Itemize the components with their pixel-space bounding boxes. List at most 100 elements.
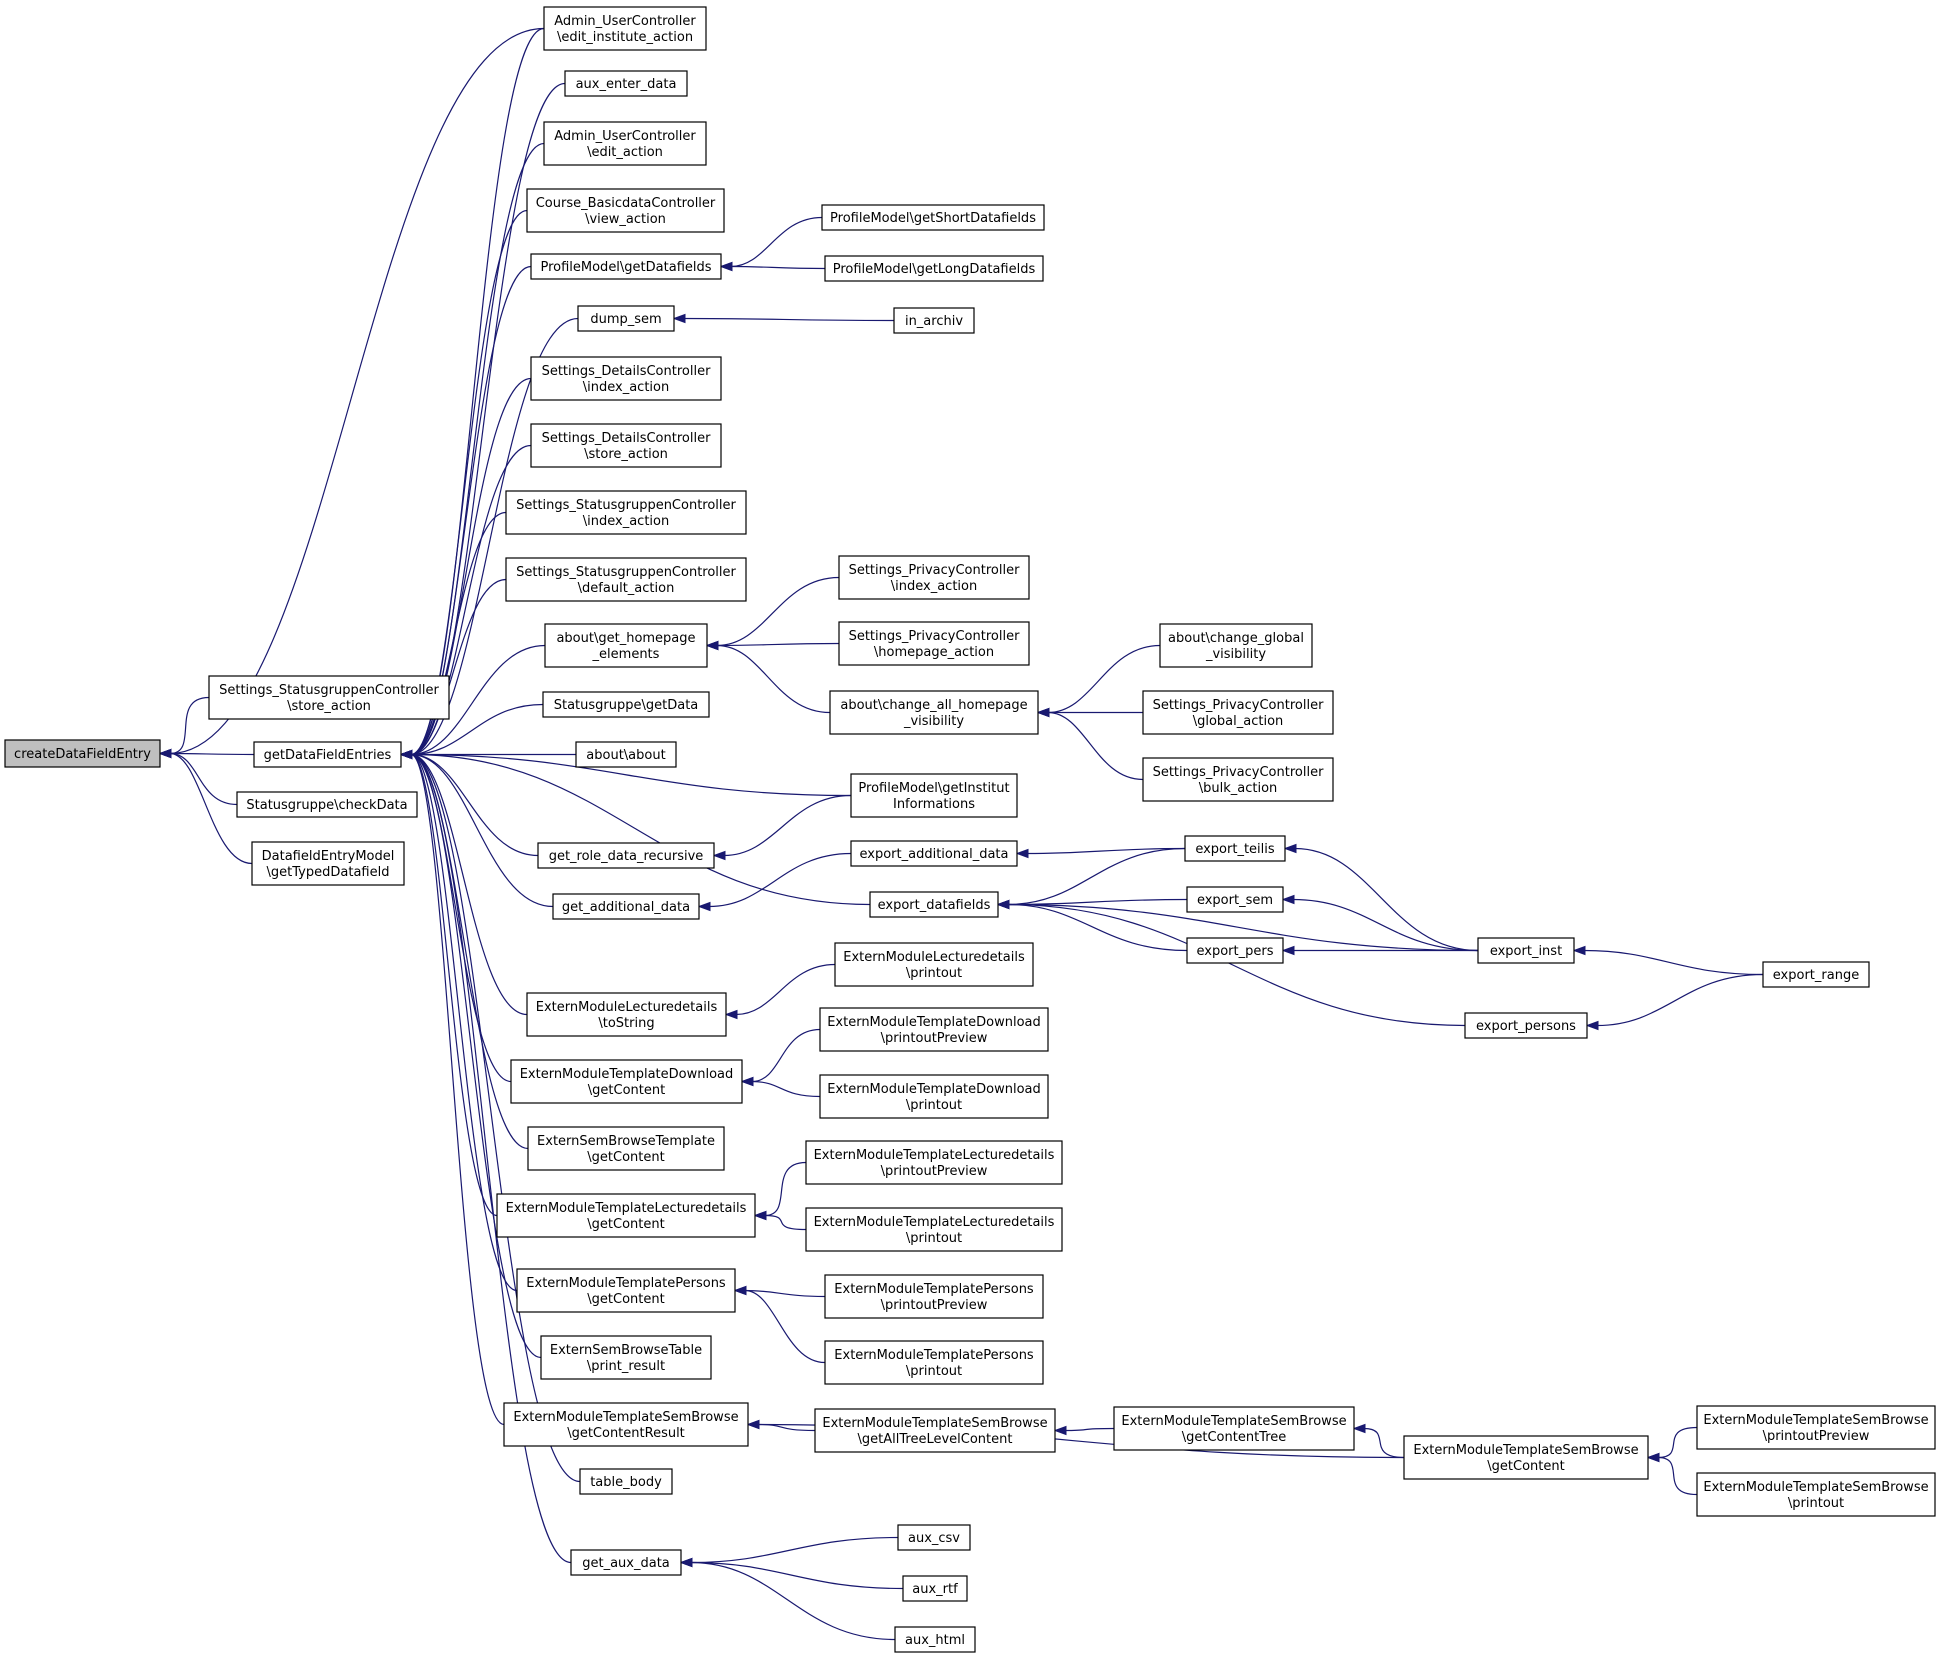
node-label-line: \index_action <box>583 514 669 529</box>
node-emtl-p[interactable]: ExternModuleTemplateLecturedetails\print… <box>805 1207 1063 1252</box>
node-exp-inst[interactable]: export_inst <box>1477 937 1575 964</box>
node-dump-sem[interactable]: dump_sem <box>577 305 675 332</box>
node-ssc-store[interactable]: Settings_StatusgruppenController\store_a… <box>208 675 450 720</box>
node-emtsb-p[interactable]: ExternModuleTemplateSemBrowse\printout <box>1696 1472 1936 1517</box>
node-emld-print[interactable]: ExternModuleLecturedetails\printout <box>834 942 1034 987</box>
node-emtd-gc[interactable]: ExternModuleTemplateDownload\getContent <box>510 1059 743 1104</box>
node-emtsb-gc[interactable]: ExternModuleTemplateSemBrowse\getContent <box>1403 1435 1649 1480</box>
node-auc-edit-inst[interactable]: Admin_UserController\edit_institute_acti… <box>543 6 707 51</box>
node-box <box>821 204 1045 231</box>
node-label-line: \homepage_action <box>874 645 994 660</box>
node-spc-index[interactable]: Settings_PrivacyController\index_action <box>838 555 1030 600</box>
node-emtsb-gct[interactable]: ExternModuleTemplateSemBrowse\getContent… <box>1113 1406 1355 1451</box>
node-emtp-gc[interactable]: ExternModuleTemplatePersons\getContent <box>516 1268 736 1313</box>
node-label-line: export_pers <box>1197 944 1274 959</box>
edge-grdr-to-pm-inst <box>712 794 852 861</box>
node-label-line: \getTypedDatafield <box>267 865 390 880</box>
edge-gdfe-to-esbtable <box>399 749 542 1359</box>
node-emtp-pp[interactable]: ExternModuleTemplatePersons\printoutPrev… <box>824 1274 1044 1319</box>
arrowhead <box>399 749 413 760</box>
node-label-line: \getContent <box>587 1150 664 1165</box>
node-sg-check[interactable]: Statusgruppe\checkData <box>236 791 418 818</box>
edge-line <box>683 317 895 322</box>
node-label-line: getDataFieldEntries <box>264 748 392 763</box>
node-about-ghe[interactable]: about\get_homepage_elements <box>544 623 708 668</box>
node-pm-long[interactable]: ProfileModel\getLongDatafields <box>824 255 1044 282</box>
node-box <box>834 942 1034 987</box>
node-box <box>893 307 975 334</box>
node-exp-pers[interactable]: export_pers <box>1186 937 1284 964</box>
node-esbtable[interactable]: ExternSemBrowseTable\print_result <box>540 1335 712 1380</box>
node-pm-short[interactable]: ProfileModel\getShortDatafields <box>821 204 1045 231</box>
node-emtsb-gatlc[interactable]: ExternModuleTemplateSemBrowse\getAllTree… <box>814 1408 1056 1453</box>
node-exp-range[interactable]: export_range <box>1762 961 1870 988</box>
node-gad[interactable]: get_additional_data <box>552 893 700 920</box>
node-exp-sem[interactable]: export_sem <box>1186 886 1284 913</box>
node-exp-teilis[interactable]: export_teilis <box>1184 835 1286 862</box>
arrowhead <box>1352 1423 1366 1434</box>
node-emtd-p[interactable]: ExternModuleTemplateDownload\printout <box>819 1074 1049 1119</box>
node-get-aux[interactable]: get_aux_data <box>570 1549 682 1576</box>
node-aux-rtf[interactable]: aux_rtf <box>902 1575 968 1602</box>
arrowhead <box>158 748 172 759</box>
node-box <box>824 1340 1044 1385</box>
node-label-line: \getContent <box>587 1292 664 1307</box>
node-about-cahv[interactable]: about\change_all_homepage_visibility <box>829 690 1039 735</box>
node-label-line: \view_action <box>585 212 666 227</box>
node-root[interactable]: createDataFieldEntry <box>4 739 161 768</box>
node-aux-enter[interactable]: aux_enter_data <box>564 70 688 97</box>
edge-line <box>1363 1427 1405 1459</box>
node-emtd-pp[interactable]: ExternModuleTemplateDownload\printoutPre… <box>819 1007 1049 1052</box>
arrowhead <box>712 850 726 861</box>
node-label-line: aux_html <box>905 1633 965 1648</box>
node-dem[interactable]: DatafieldEntryModel\getTypedDatafield <box>251 841 405 886</box>
edge-line <box>169 696 210 755</box>
node-spc-bulk[interactable]: Settings_PrivacyController\bulk_action <box>1142 757 1334 802</box>
node-grdr[interactable]: get_role_data_recursive <box>537 842 715 869</box>
node-about-about[interactable]: about\about <box>575 741 677 768</box>
node-box <box>1477 937 1575 964</box>
edge-emtl-gc-to-emtl-pp <box>753 1161 807 1221</box>
node-box <box>824 1274 1044 1319</box>
node-sg-getdata[interactable]: Statusgruppe\getData <box>542 691 710 718</box>
edge-emtl-gc-to-emtl-p <box>753 1210 807 1231</box>
node-exp-persons[interactable]: export_persons <box>1464 1012 1588 1039</box>
node-aux-html[interactable]: aux_html <box>894 1626 976 1653</box>
arrowhead <box>740 1076 754 1087</box>
node-about-cgv[interactable]: about\change_global_visibility <box>1159 623 1313 668</box>
node-aux-csv[interactable]: aux_csv <box>897 1524 971 1551</box>
node-spc-global[interactable]: Settings_PrivacyController\global_action <box>1142 690 1334 735</box>
edge-line <box>690 1536 899 1564</box>
node-label-line: Admin_UserController <box>554 129 696 144</box>
node-sdc-store[interactable]: Settings_DetailsController\store_action <box>530 423 722 468</box>
node-in-archiv[interactable]: in_archiv <box>893 307 975 334</box>
node-ssc-default[interactable]: Settings_StatusgruppenController\default… <box>505 557 747 602</box>
node-label-line: ExternModuleTemplateSemBrowse <box>1121 1414 1346 1429</box>
node-spc-home[interactable]: Settings_PrivacyController\homepage_acti… <box>838 621 1030 666</box>
edge-root-to-ssc-store <box>158 696 210 759</box>
node-label-line: ExternModuleTemplateLecturedetails <box>814 1148 1055 1163</box>
node-box <box>526 188 725 233</box>
node-emld-tostring[interactable]: ExternModuleLecturedetails\toString <box>526 992 727 1037</box>
node-box <box>544 623 708 668</box>
node-auc-edit[interactable]: Admin_UserController\edit_action <box>543 121 707 166</box>
node-label-line: \printout <box>906 1364 962 1379</box>
node-emtsb-gcr[interactable]: ExternModuleTemplateSemBrowse\getContent… <box>503 1402 749 1447</box>
node-emtsb-pp[interactable]: ExternModuleTemplateSemBrowse\printoutPr… <box>1696 1405 1936 1450</box>
node-emtp-p[interactable]: ExternModuleTemplatePersons\printout <box>824 1340 1044 1385</box>
node-esbt-gc[interactable]: ExternSemBrowseTemplate\getContent <box>527 1126 725 1171</box>
node-exp-df[interactable]: export_datafields <box>869 891 999 918</box>
node-exp-add[interactable]: export_additional_data <box>850 840 1018 867</box>
node-emtl-pp[interactable]: ExternModuleTemplateLecturedetails\print… <box>805 1140 1063 1185</box>
node-gdfe[interactable]: getDataFieldEntries <box>253 741 402 768</box>
edge-line <box>410 753 518 1292</box>
node-sdc-index[interactable]: Settings_DetailsController\index_action <box>530 356 722 401</box>
node-ssc-index[interactable]: Settings_StatusgruppenController\index_a… <box>505 490 747 535</box>
node-emtl-gc[interactable]: ExternModuleTemplateLecturedetails\getCo… <box>496 1193 756 1238</box>
edge-gdfe-to-auc-edit-inst <box>399 27 545 760</box>
node-table-body[interactable]: table_body <box>579 1468 673 1495</box>
node-pm-getdf[interactable]: ProfileModel\getDatafields <box>530 253 722 280</box>
node-cbc-view[interactable]: Course_BasicdataController\view_action <box>526 188 725 233</box>
node-label-line: ProfileModel\getInstitut <box>858 781 1009 796</box>
